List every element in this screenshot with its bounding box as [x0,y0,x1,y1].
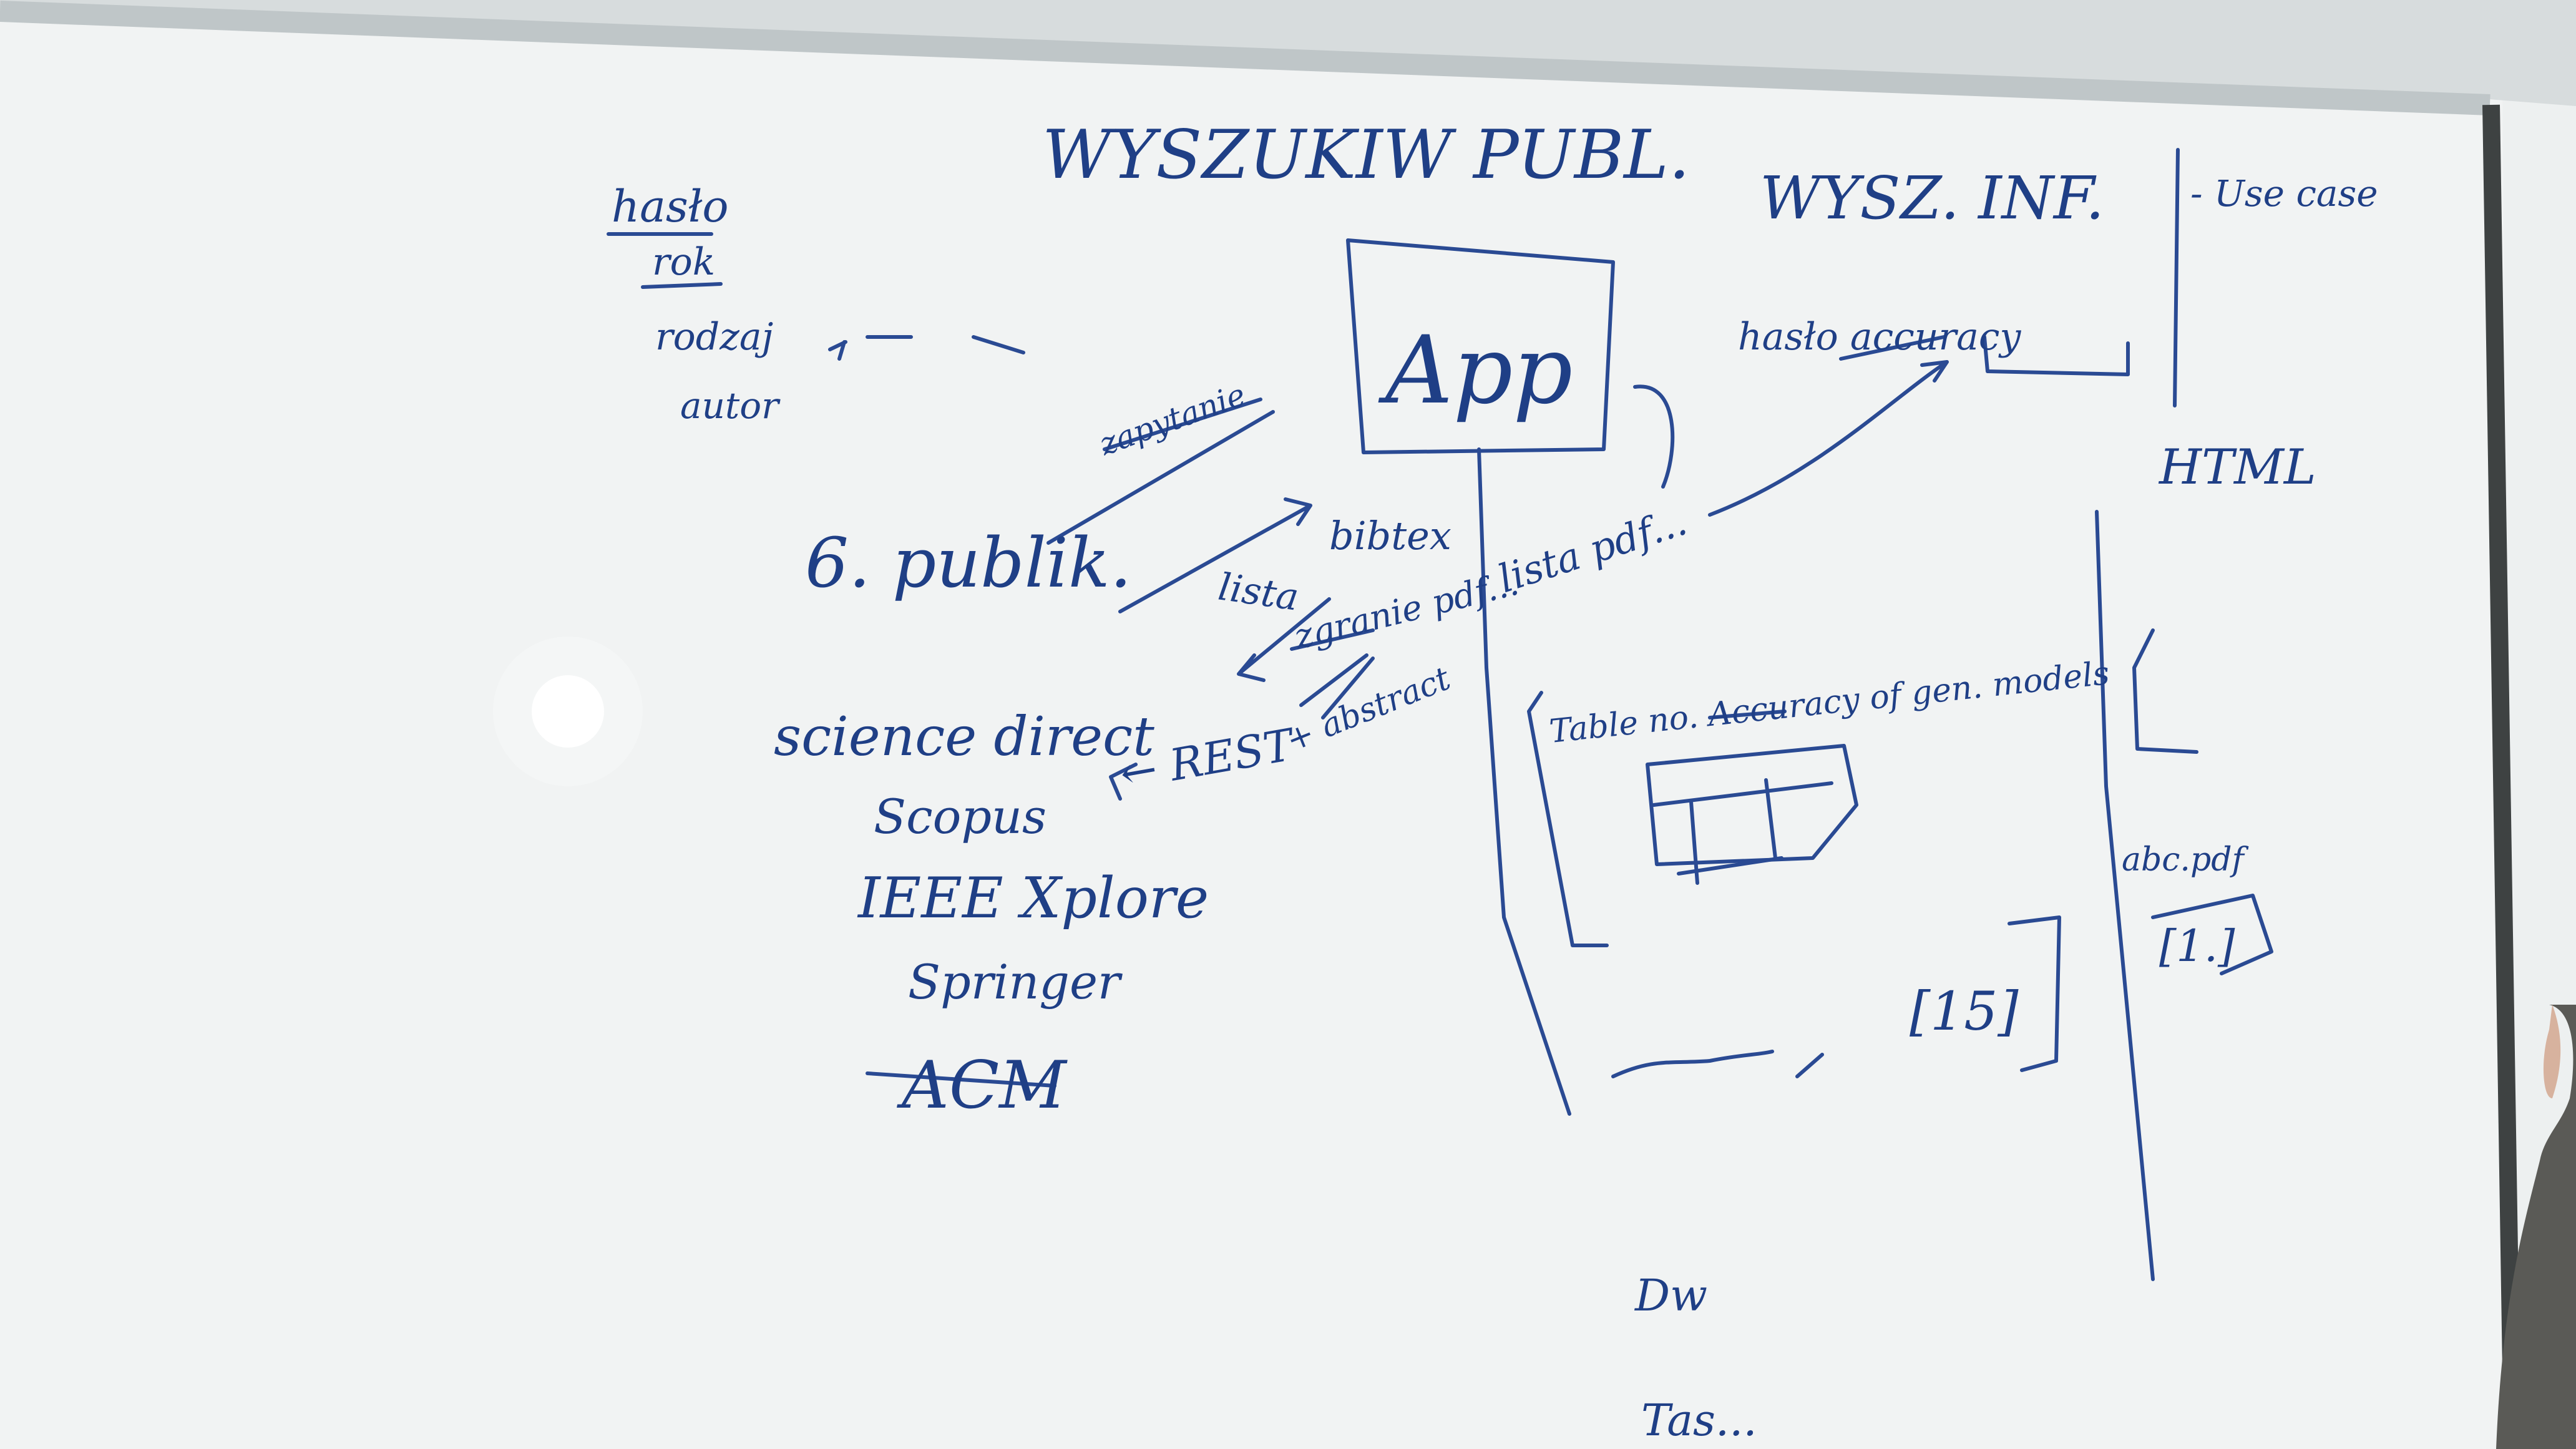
glare-spot [532,675,604,748]
dashed-arrow-to-fields [828,335,1025,361]
rest-arrowhead [1109,763,1138,801]
person-hand [2543,1005,2561,1098]
accuracy-underline [1839,335,1946,361]
table-sketch-grid [1652,778,1833,885]
rok-underline [641,282,723,289]
database-3: Springer [908,954,1123,1010]
heading-extract-info: WYSZ. INF. [1760,164,2104,233]
zgranie-arrow [1237,597,1331,682]
lista-arrow [1118,497,1312,613]
html-structure-sketch [2132,628,2198,754]
left-list-item-0: hasło [612,181,729,232]
table-sketch-outer [1646,744,1858,866]
accuracy-arrow [1708,360,1949,517]
abstract-arrow [1299,653,1375,720]
acm-strike [866,1071,1056,1088]
database-1: Scopus [874,789,1046,844]
accuracy-placeholder [1983,335,2130,376]
num-publications-label: 6. publik. [805,523,1132,603]
file-label: abc.pdf [2122,841,2249,879]
table-bracket [1527,691,1609,947]
database-0: science direct [774,706,1154,768]
glare-halo [493,637,643,786]
citation-right-bracket [2008,915,2061,1072]
zgranie-underline [1290,628,1375,651]
zapytanie-arrow [1046,410,1275,545]
person-shoulder [2496,1005,2576,1449]
database-2: IEEE Xplore [857,866,1209,931]
left-list-item-1: rok [652,240,715,284]
bottom-item-2: Tas... [1641,1395,1757,1446]
file-ref-label: [1.] [2159,920,2235,972]
app-box [1346,238,1615,454]
bibtex-label: bibtex [1329,513,1451,559]
board-top-frame [0,1,2491,115]
heading-search-publications: WYSZUKIW PUBL. [1042,116,1690,194]
use-case-label: - Use case [2190,172,2378,215]
board-right-frame [2482,104,2521,1448]
citation-label: [15] [1910,981,2019,1043]
keyword-accuracy-label: hasło accuracy [1738,315,2022,359]
squiggle-line [1611,1050,1774,1078]
divider-line-center [1477,447,1571,1116]
left-list-item-2: rodzaj [655,315,773,359]
database-4: ACM [897,1047,1068,1123]
divider-line-use-case [2173,148,2180,407]
divider-line-right [2095,510,2155,1281]
left-list-item-3: autor [680,384,781,427]
zapytanie-underline [1103,398,1262,451]
app-label: App [1378,316,1573,425]
whiteboard-surface [0,0,2515,1449]
heading-html: HTML [2158,439,2316,495]
app-curve-arrow [1633,384,1675,489]
bottom-item-1: Dw [1634,1270,1707,1321]
accuracy-table-underline [1708,710,1787,720]
file-ref-box [2151,894,2273,975]
small-arrow [1795,1053,1824,1078]
